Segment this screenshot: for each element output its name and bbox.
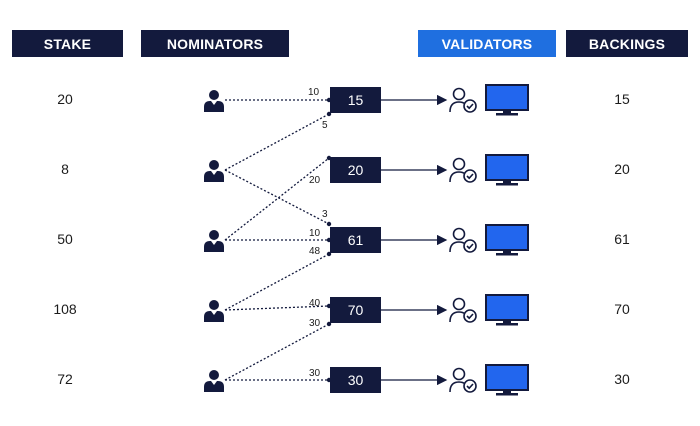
edge-label: 10	[308, 87, 320, 98]
person-icon	[202, 158, 226, 182]
backing-value: 30	[614, 371, 630, 387]
validator-stake-box: 15	[330, 87, 381, 113]
stake-value: 72	[57, 371, 73, 387]
monitor-icon	[485, 294, 529, 326]
nomination-edge	[224, 113, 330, 171]
backing-value: 15	[614, 91, 630, 107]
nomination-edge	[224, 169, 330, 225]
monitor-icon	[485, 154, 529, 186]
stake-header: STAKE	[12, 30, 123, 57]
person-icon	[202, 368, 226, 392]
person-check-icon	[448, 156, 478, 184]
validator-stake-box: 61	[330, 227, 381, 253]
validator-stake-box: 20	[330, 157, 381, 183]
edge-label: 20	[309, 175, 321, 186]
stake-value: 108	[53, 301, 77, 317]
edge-label: 30	[309, 368, 321, 379]
edge-label: 10	[309, 228, 321, 239]
edge-label: 30	[309, 318, 321, 329]
person-icon	[202, 298, 226, 322]
edge-endpoint	[326, 221, 332, 227]
nomination-edge	[224, 305, 330, 311]
person-icon	[202, 88, 226, 112]
stake-value: 8	[61, 161, 69, 177]
validator-stake-box: 30	[330, 367, 381, 393]
backing-value: 20	[614, 161, 630, 177]
monitor-icon	[485, 84, 529, 116]
edge-label: 5	[322, 120, 328, 131]
stake-value: 50	[57, 231, 73, 247]
person-check-icon	[448, 86, 478, 114]
edge-label: 40	[309, 298, 321, 309]
person-check-icon	[448, 366, 478, 394]
backing-value: 61	[614, 231, 630, 247]
backings-header: BACKINGS	[566, 30, 688, 57]
person-check-icon	[448, 296, 478, 324]
monitor-icon	[485, 364, 529, 396]
edge-label: 48	[309, 246, 321, 257]
nominators-header: NOMINATORS	[141, 30, 289, 57]
edge-label: 3	[322, 209, 328, 220]
validator-stake-box: 70	[330, 297, 381, 323]
backing-value: 70	[614, 301, 630, 317]
monitor-icon	[485, 224, 529, 256]
person-check-icon	[448, 226, 478, 254]
stake-value: 20	[57, 91, 73, 107]
person-icon	[202, 228, 226, 252]
validators-header: VALIDATORS	[418, 30, 556, 57]
